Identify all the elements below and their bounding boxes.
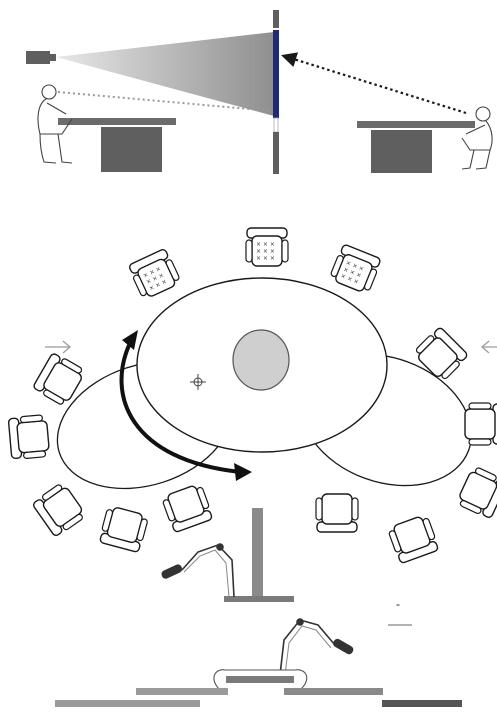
right-desk (357, 121, 475, 173)
chair-icon (455, 464, 497, 521)
left-desk-slab-long (55, 700, 200, 707)
right-desk-slab (284, 688, 383, 695)
chair-icon (126, 247, 183, 301)
projector-icon (26, 51, 56, 64)
chair-icon (328, 242, 383, 296)
left-sightline (57, 91, 273, 112)
arrow-head-top (122, 330, 138, 350)
chair-icon (160, 482, 215, 534)
monitor-mount-elevation (55, 508, 462, 707)
left-desk-slab (136, 688, 228, 695)
arrow-head-bottom (234, 463, 252, 481)
chair-icon (315, 493, 359, 533)
seated-person-icon (461, 106, 493, 170)
chair-icon (245, 227, 289, 267)
conference-table-plan (7, 227, 497, 565)
right-desk-slab-dark (382, 700, 462, 707)
chair-icon (97, 504, 150, 554)
chair-icon (7, 413, 51, 461)
crosshair-icon (190, 374, 206, 390)
monitor-arm-icon (279, 618, 354, 676)
center-post (224, 508, 294, 602)
chair-icon (464, 402, 497, 446)
chair-icon (30, 480, 88, 539)
left-direction-arrow (45, 340, 71, 354)
curved-arrow-icon (119, 342, 241, 474)
legend-symbol: - (396, 597, 400, 611)
projection-beam (56, 32, 274, 116)
monitor-arm-icon (161, 543, 235, 598)
center-table-disk (232, 329, 290, 391)
pedestal-base (213, 669, 308, 691)
left-desk (58, 118, 176, 172)
seated-person-icon (37, 84, 73, 164)
right-direction-arrow (481, 340, 497, 354)
projection-elevation (26, 10, 493, 174)
chair-icon (386, 513, 441, 565)
right-sightline-arrow (281, 52, 467, 115)
projection-screen (273, 10, 279, 174)
